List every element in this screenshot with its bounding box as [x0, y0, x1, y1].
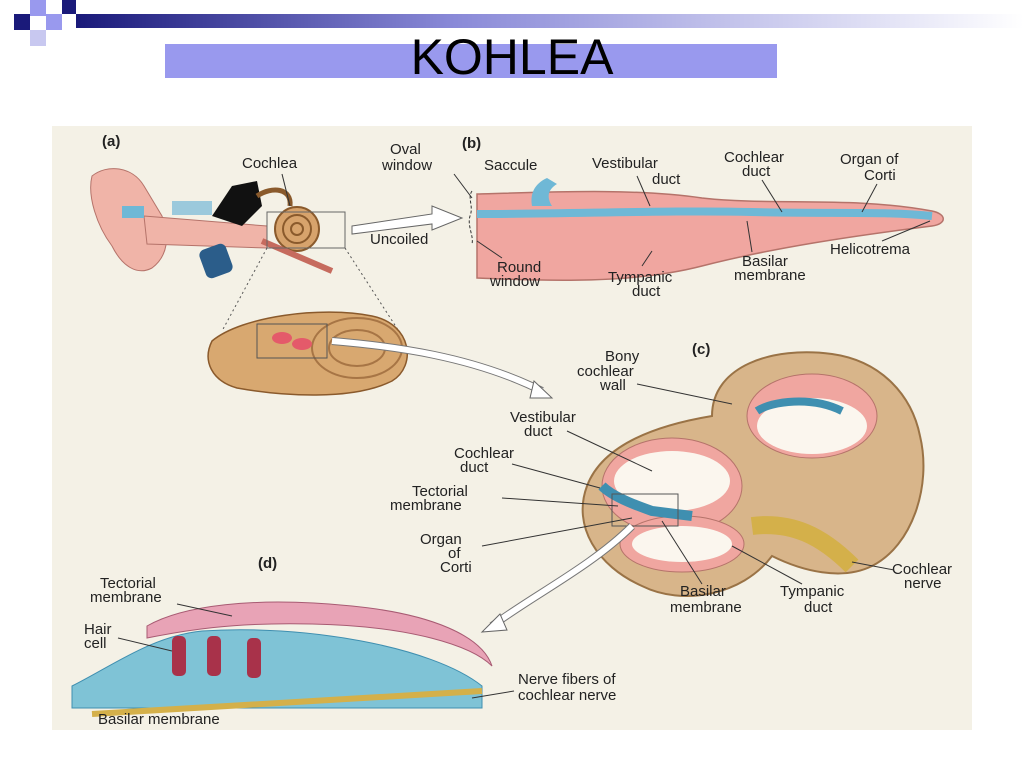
corner-square-light	[46, 14, 62, 30]
label-tympanic-duct-c-2: duct	[804, 599, 833, 616]
label-bony-wall-3: wall	[599, 377, 626, 394]
panel-label-b: (b)	[462, 135, 481, 152]
corner-square-light	[30, 0, 46, 16]
label-cochlear-duct-b-2: duct	[742, 163, 771, 180]
label-round-window-2: window	[489, 273, 540, 290]
label-helicotrema: Helicotrema	[830, 241, 911, 258]
panel-c-cross-section: (c) Bony cochlear wall Vestibular duct C…	[390, 341, 952, 616]
label-oval-window-1: Oval	[390, 141, 421, 158]
label-basilar-membrane-b-2: membrane	[734, 267, 806, 284]
cochlea-diagram-svg: (a) Cochlea Uncoiled (b) Oval window Sac…	[71, 133, 952, 728]
label-vestibular-duct-c-1: Vestibular	[510, 409, 576, 426]
label-tectorial-membrane-d-1: Tectorial	[100, 575, 156, 592]
label-basilar-membrane-b-1: Basilar	[742, 253, 788, 270]
label-organ-corti-b-2: Corti	[864, 167, 896, 184]
label-bony-wall-2: cochlear	[577, 363, 634, 380]
corner-square-light	[30, 30, 46, 46]
label-hair-cell-2: cell	[84, 635, 107, 652]
label-tectorial-membrane-d-2: membrane	[90, 589, 162, 606]
corner-square-dark	[62, 0, 76, 14]
label-tectorial-membrane-c-2: membrane	[390, 497, 462, 514]
label-organ-corti-c-1: Organ	[420, 531, 462, 548]
cochlea-diagram: (a) Cochlea Uncoiled (b) Oval window Sac…	[52, 126, 972, 730]
label-cochlear-duct-b-1: Cochlear	[724, 149, 784, 166]
uncoiled-arrow	[351, 205, 464, 235]
label-oval-window-2: window	[381, 157, 432, 174]
label-saccule: Saccule	[484, 157, 537, 174]
label-nerve-fibers-1: Nerve fibers of	[518, 671, 616, 688]
label-cochlea: Cochlea	[242, 155, 298, 172]
label-cochlear-nerve-1: Cochlear	[892, 561, 952, 578]
label-bony-wall-1: Bony	[605, 348, 640, 365]
panel-label-c: (c)	[692, 341, 710, 358]
top-gradient-bar	[76, 14, 1024, 28]
label-tympanic-duct-b-1: Tympanic	[608, 269, 673, 286]
label-organ-corti-c-2: of	[448, 545, 461, 562]
panel-label-a: (a)	[102, 133, 120, 150]
slide-title: KOHLEA	[410, 29, 614, 85]
panel-a-ear: (a) Cochlea	[90, 133, 346, 279]
label-basilar-membrane-c-1: Basilar	[680, 583, 726, 600]
label-organ-corti-b-1: Organ of	[840, 151, 899, 168]
label-round-window-1: Round	[497, 259, 541, 276]
label-uncoiled: Uncoiled	[370, 231, 428, 248]
label-cochlear-nerve-2: nerve	[904, 575, 942, 592]
cochlea-cross-section-zoom	[207, 247, 554, 399]
label-organ-corti-c-3: Corti	[440, 559, 472, 576]
label-tectorial-membrane-c-1: Tectorial	[412, 483, 468, 500]
label-vestibular-duct-c-2: duct	[524, 423, 553, 440]
label-vestibular-duct-b-2: duct	[652, 171, 681, 188]
title-bar	[165, 44, 777, 78]
label-nerve-fibers-2: cochlear nerve	[518, 687, 616, 704]
label-hair-cell-1: Hair	[84, 621, 112, 638]
panel-d-organ-of-corti: (d) Tectorial membrane Hair cell Nerve f…	[71, 555, 616, 728]
label-tympanic-duct-b-2: duct	[632, 283, 661, 300]
label-vestibular-duct-b-1: Vestibular	[592, 155, 658, 172]
label-cochlear-duct-c-1: Cochlear	[454, 445, 514, 462]
label-cochlear-duct-c-2: duct	[460, 459, 489, 476]
corner-square-dark	[14, 14, 30, 30]
label-tympanic-duct-c-1: Tympanic	[780, 583, 845, 600]
label-basilar-membrane-c-2: membrane	[670, 599, 742, 616]
panel-label-d: (d)	[258, 555, 277, 572]
panel-b-uncoiled-cochlea: (b) Oval window Saccule Vestibular duct …	[381, 135, 944, 300]
label-basilar-membrane-d: Basilar membrane	[98, 711, 220, 728]
